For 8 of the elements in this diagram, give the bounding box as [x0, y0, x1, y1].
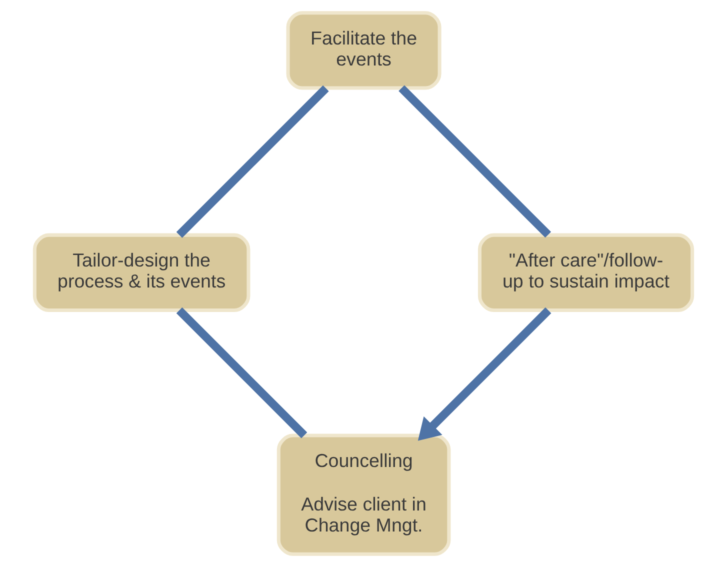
connector: [176, 307, 308, 438]
node-box: Facilitate the events: [286, 11, 442, 90]
node-box: Councelling Advise client in Change Mngt.: [276, 434, 451, 556]
node-box: Tailor-design the process & its events: [32, 233, 250, 312]
connector: [398, 85, 552, 238]
connector: [176, 85, 329, 238]
arrow: [418, 307, 552, 441]
node-box: "After care"/follow-up to sustain impact: [478, 233, 694, 312]
